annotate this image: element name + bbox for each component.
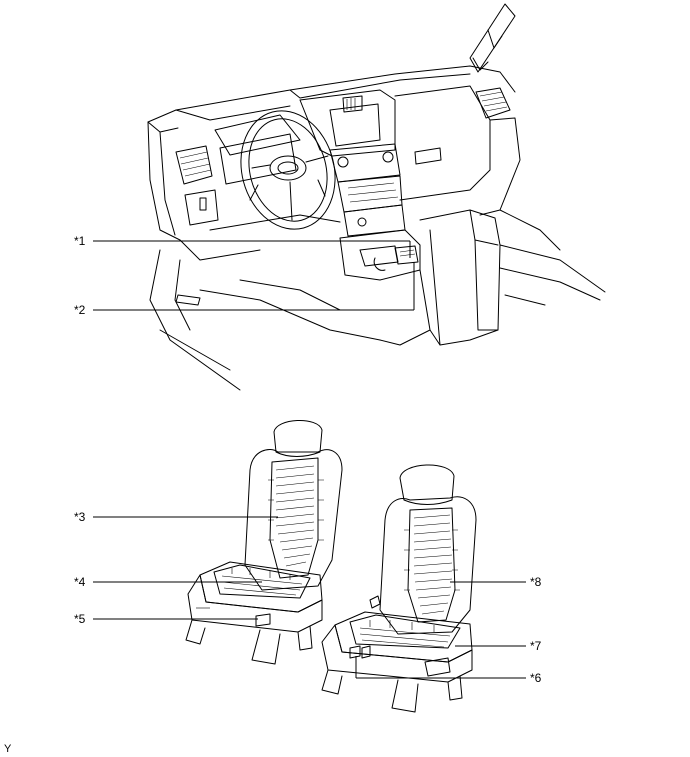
callout-6: *6	[530, 671, 542, 685]
leader-lines	[93, 240, 526, 679]
callout-8: *8	[530, 575, 542, 589]
figure-code: Y	[4, 743, 12, 755]
callout-5: *5	[74, 612, 86, 626]
passenger-seat-drawing	[321, 464, 477, 713]
callout-7: *7	[530, 639, 542, 653]
seatback-heater-pattern-left	[275, 465, 315, 567]
callout-4: *4	[74, 575, 86, 589]
callout-3: *3	[74, 510, 86, 524]
callout-2: *2	[74, 303, 86, 317]
dashboard-drawing	[147, 3, 606, 391]
callout-1: *1	[74, 234, 86, 248]
driver-seat-drawing	[185, 419, 343, 665]
